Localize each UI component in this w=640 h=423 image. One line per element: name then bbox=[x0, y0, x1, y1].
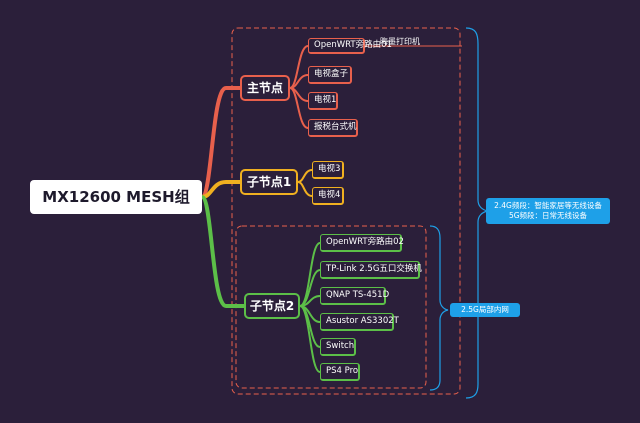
sub2-child-5-label: Switch bbox=[326, 341, 355, 352]
lan-bracket bbox=[429, 225, 449, 391]
branch-sub2-label: 子节点2 bbox=[249, 299, 295, 313]
main-child-3-label: 电视1 bbox=[314, 95, 337, 106]
branch-sub2-node[interactable]: 子节点2 bbox=[244, 293, 300, 319]
printer-note-text: 晦墨打印机 bbox=[380, 37, 420, 46]
wifi-band-tag: 2.4G频段：智能家居等无线设备 5G频段：日常无线设备 bbox=[486, 198, 610, 224]
sub1-child-1-label: 电视3 bbox=[318, 164, 341, 175]
branch-sub1-label: 子节点1 bbox=[246, 175, 292, 189]
sub2-child-6[interactable]: PS4 Pro bbox=[320, 363, 360, 381]
root-node[interactable]: MX12600 MESH组 bbox=[30, 180, 202, 214]
link-root-main bbox=[200, 86, 240, 199]
sub2-child-3-label: QNAP TS-451D bbox=[326, 290, 390, 301]
link-main-child-4 bbox=[289, 87, 309, 129]
wifi-tag-line2: 5G频段：日常无线设备 bbox=[508, 211, 588, 220]
wireless-group-box bbox=[231, 27, 461, 395]
sub1-child-1[interactable]: 电视3 bbox=[312, 161, 344, 179]
main-child-2-label: 电视盒子 bbox=[314, 69, 349, 80]
sub2-child-1[interactable]: OpenWRT旁路由02 bbox=[320, 234, 404, 252]
lan-tag: 2.5G局部内网 bbox=[450, 303, 520, 317]
root-label: MX12600 MESH组 bbox=[42, 187, 190, 206]
sub2-child-4[interactable]: Asustor AS3302T bbox=[320, 313, 399, 331]
sub2-child-1-label: OpenWRT旁路由02 bbox=[326, 237, 404, 248]
sub2-child-4-label: Asustor AS3302T bbox=[326, 316, 399, 327]
sub2-child-6-label: PS4 Pro bbox=[326, 366, 359, 377]
sub1-child-2-label: 电视4 bbox=[318, 190, 341, 201]
lan-tag-text: 2.5G局部内网 bbox=[461, 304, 509, 314]
printer-note: 晦墨打印机 bbox=[380, 36, 420, 47]
link-root-sub1 bbox=[201, 180, 240, 199]
link-sub1-child-1 bbox=[297, 169, 313, 183]
sub2-child-2-label: TP-Link 2.5G五口交换机 bbox=[326, 264, 422, 275]
sub2-child-5[interactable]: Switch bbox=[320, 338, 356, 356]
branch-main-label: 主节点 bbox=[247, 81, 284, 95]
wifi-bracket bbox=[465, 27, 489, 399]
link-sub1-child-2 bbox=[297, 181, 313, 197]
sub2-child-2[interactable]: TP-Link 2.5G五口交换机 bbox=[320, 261, 422, 279]
main-child-3[interactable]: 电视1 bbox=[308, 92, 338, 110]
main-child-4[interactable]: 报税台式机 bbox=[308, 119, 358, 137]
main-child-1[interactable]: OpenWRT旁路由01 bbox=[308, 38, 392, 54]
main-child-4-label: 报税台式机 bbox=[314, 122, 357, 133]
link-sub2-child-6 bbox=[299, 305, 321, 373]
sub1-child-2[interactable]: 电视4 bbox=[312, 187, 344, 205]
main-child-1-label: OpenWRT旁路由01 bbox=[314, 40, 392, 51]
link-root-sub2 bbox=[200, 195, 244, 308]
wifi-tag-line1: 2.4G频段：智能家居等无线设备 bbox=[494, 200, 602, 210]
main-child-2[interactable]: 电视盒子 bbox=[308, 66, 352, 84]
branch-main-node[interactable]: 主节点 bbox=[240, 75, 290, 101]
sub2-child-3[interactable]: QNAP TS-451D bbox=[320, 287, 390, 305]
branch-sub1-node[interactable]: 子节点1 bbox=[240, 169, 298, 195]
